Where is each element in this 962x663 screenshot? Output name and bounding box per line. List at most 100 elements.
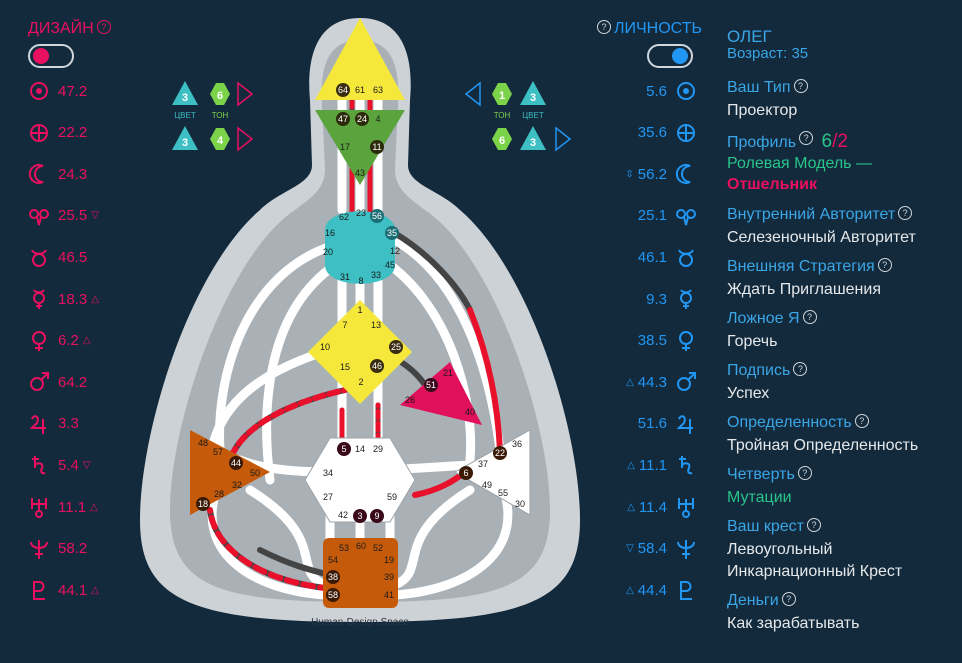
moon-icon bbox=[675, 164, 691, 185]
design-planet-row[interactable]: 22.2 bbox=[28, 120, 87, 146]
personality-planet-row[interactable]: 46.1 bbox=[638, 244, 697, 270]
strategy-label[interactable]: Внешняя Стратегия? bbox=[727, 258, 892, 276]
gate-7: 7 bbox=[342, 320, 347, 330]
help-icon[interactable]: ? bbox=[877, 258, 892, 272]
heart-center bbox=[400, 362, 482, 425]
person-age: Возраст: 35 bbox=[727, 45, 809, 62]
gate-28: 28 bbox=[214, 489, 224, 499]
personality-planet-row[interactable]: △44.3 bbox=[622, 369, 697, 395]
gate-47: 47 bbox=[338, 114, 348, 124]
design-planet-row[interactable]: 44.1△ bbox=[28, 577, 103, 603]
planet-value: 11.1 bbox=[638, 456, 667, 474]
help-icon[interactable]: ? bbox=[799, 131, 814, 145]
design-planet-row[interactable]: 47.2 bbox=[28, 78, 87, 104]
gate-5: 5 bbox=[341, 444, 346, 454]
help-icon[interactable]: ? bbox=[793, 79, 808, 93]
personality-toggle[interactable] bbox=[647, 44, 693, 68]
gate-32: 32 bbox=[232, 480, 242, 490]
planet-mark: △ bbox=[627, 459, 635, 471]
definition-value: Тройная Определенность bbox=[727, 437, 919, 454]
personality-planet-row[interactable]: △44.4 bbox=[622, 577, 697, 603]
uranus-icon bbox=[678, 498, 694, 518]
gate-58: 58 bbox=[328, 590, 338, 600]
venus-icon bbox=[32, 330, 46, 351]
gate-24: 24 bbox=[357, 114, 367, 124]
gate-64: 64 bbox=[338, 85, 348, 95]
gate-10: 10 bbox=[320, 342, 330, 352]
gate-16: 16 bbox=[325, 228, 335, 238]
design-toggle[interactable] bbox=[28, 44, 74, 68]
authority-label[interactable]: Внутренний Авторитет? bbox=[727, 206, 913, 224]
design-planet-row[interactable]: 25.5▽ bbox=[28, 203, 103, 229]
gate-labels: 64 61 63 47 24 4 17 11 43 62 23 56 16 35… bbox=[196, 83, 525, 602]
gate-57: 57 bbox=[213, 447, 223, 457]
moon-icon bbox=[28, 164, 44, 185]
design-tone-bottom: 4 bbox=[217, 135, 224, 147]
personality-planet-row[interactable]: 35.6 bbox=[638, 120, 697, 146]
south-node-icon bbox=[31, 249, 47, 268]
help-icon[interactable]: ? bbox=[898, 206, 913, 220]
jupiter-icon bbox=[29, 415, 46, 434]
money-label[interactable]: Деньги? bbox=[727, 592, 796, 610]
person-name: ОЛЕГ bbox=[727, 27, 772, 46]
type-label[interactable]: Ваш Тип? bbox=[727, 79, 808, 97]
mercury-icon bbox=[680, 289, 692, 309]
help-icon[interactable]: ? bbox=[802, 310, 817, 324]
strategy-value: Ждать Приглашения bbox=[727, 281, 881, 298]
design-planet-row[interactable]: 5.4▽ bbox=[28, 452, 95, 478]
design-planet-row[interactable]: 3.3 bbox=[28, 411, 79, 437]
profile-num-1: 6 bbox=[821, 131, 833, 152]
planet-mark: △ bbox=[626, 584, 634, 596]
help-icon[interactable]: ? bbox=[806, 518, 821, 532]
help-icon[interactable]: ? bbox=[797, 466, 812, 480]
personality-planet-row[interactable]: ⇳56.2 bbox=[621, 161, 697, 187]
planet-value: 18.3 bbox=[58, 290, 88, 308]
south-node-icon bbox=[678, 249, 694, 268]
type-label-text: Ваш Тип bbox=[727, 79, 791, 96]
personality-title-text: ЛИЧНОСТЬ bbox=[614, 20, 702, 37]
design-toggle-knob bbox=[33, 48, 49, 64]
personality-planet-row[interactable]: 9.3 bbox=[646, 286, 697, 312]
planet-mark: △ bbox=[627, 501, 635, 513]
personality-planet-row[interactable]: 25.1 bbox=[638, 203, 697, 229]
saturn-icon bbox=[679, 456, 693, 475]
quarter-label[interactable]: Четверть? bbox=[727, 466, 812, 484]
design-planet-row[interactable]: 6.2△ bbox=[28, 328, 95, 354]
gate-15: 15 bbox=[340, 362, 350, 372]
gate-17: 17 bbox=[340, 142, 350, 152]
cross-label[interactable]: Ваш крест? bbox=[727, 518, 821, 536]
planet-mark: ▽ bbox=[91, 210, 99, 222]
personality-planet-row[interactable]: ▽58.4 bbox=[622, 536, 697, 562]
planet-value: 44.1 bbox=[58, 581, 88, 599]
gate-37: 37 bbox=[478, 459, 488, 469]
personality-tone-top: 1 bbox=[499, 90, 505, 102]
gate-22: 22 bbox=[495, 448, 505, 458]
gate-41: 41 bbox=[384, 590, 394, 600]
personality-planet-row[interactable]: 38.5 bbox=[638, 328, 697, 354]
design-planet-row[interactable]: 11.1△ bbox=[28, 494, 102, 520]
gate-48: 48 bbox=[198, 438, 208, 448]
signature-label[interactable]: Подпись? bbox=[727, 362, 808, 380]
help-icon[interactable]: ? bbox=[781, 592, 796, 606]
design-planet-row[interactable]: 18.3△ bbox=[28, 286, 103, 312]
planet-value: 5.6 bbox=[646, 82, 667, 100]
gate-13: 13 bbox=[371, 320, 381, 330]
design-planet-row[interactable]: 58.2 bbox=[28, 536, 87, 562]
help-icon[interactable]: ? bbox=[854, 414, 869, 428]
design-planet-row[interactable]: 46.5 bbox=[28, 244, 87, 270]
personality-planet-row[interactable]: 51.6 bbox=[638, 411, 697, 437]
profile-label[interactable]: Профиль? 6/2 bbox=[727, 131, 848, 153]
personality-planet-row[interactable]: △11.1 bbox=[623, 452, 697, 478]
help-icon[interactable]: ? bbox=[597, 20, 611, 34]
help-icon[interactable]: ? bbox=[793, 362, 808, 376]
help-icon[interactable]: ? bbox=[96, 20, 111, 34]
personality-planet-row[interactable]: △11.4 bbox=[623, 494, 697, 520]
notself-label[interactable]: Ложное Я? bbox=[727, 310, 817, 328]
gate-9: 9 bbox=[374, 511, 379, 521]
definition-label[interactable]: Определенность? bbox=[727, 414, 869, 432]
design-planet-row[interactable]: 24.3 bbox=[28, 161, 87, 187]
gate-51: 51 bbox=[426, 380, 436, 390]
planet-value: 47.2 bbox=[58, 82, 88, 100]
design-planet-row[interactable]: 64.2 bbox=[28, 369, 87, 395]
personality-planet-row[interactable]: 5.6 bbox=[646, 78, 697, 104]
